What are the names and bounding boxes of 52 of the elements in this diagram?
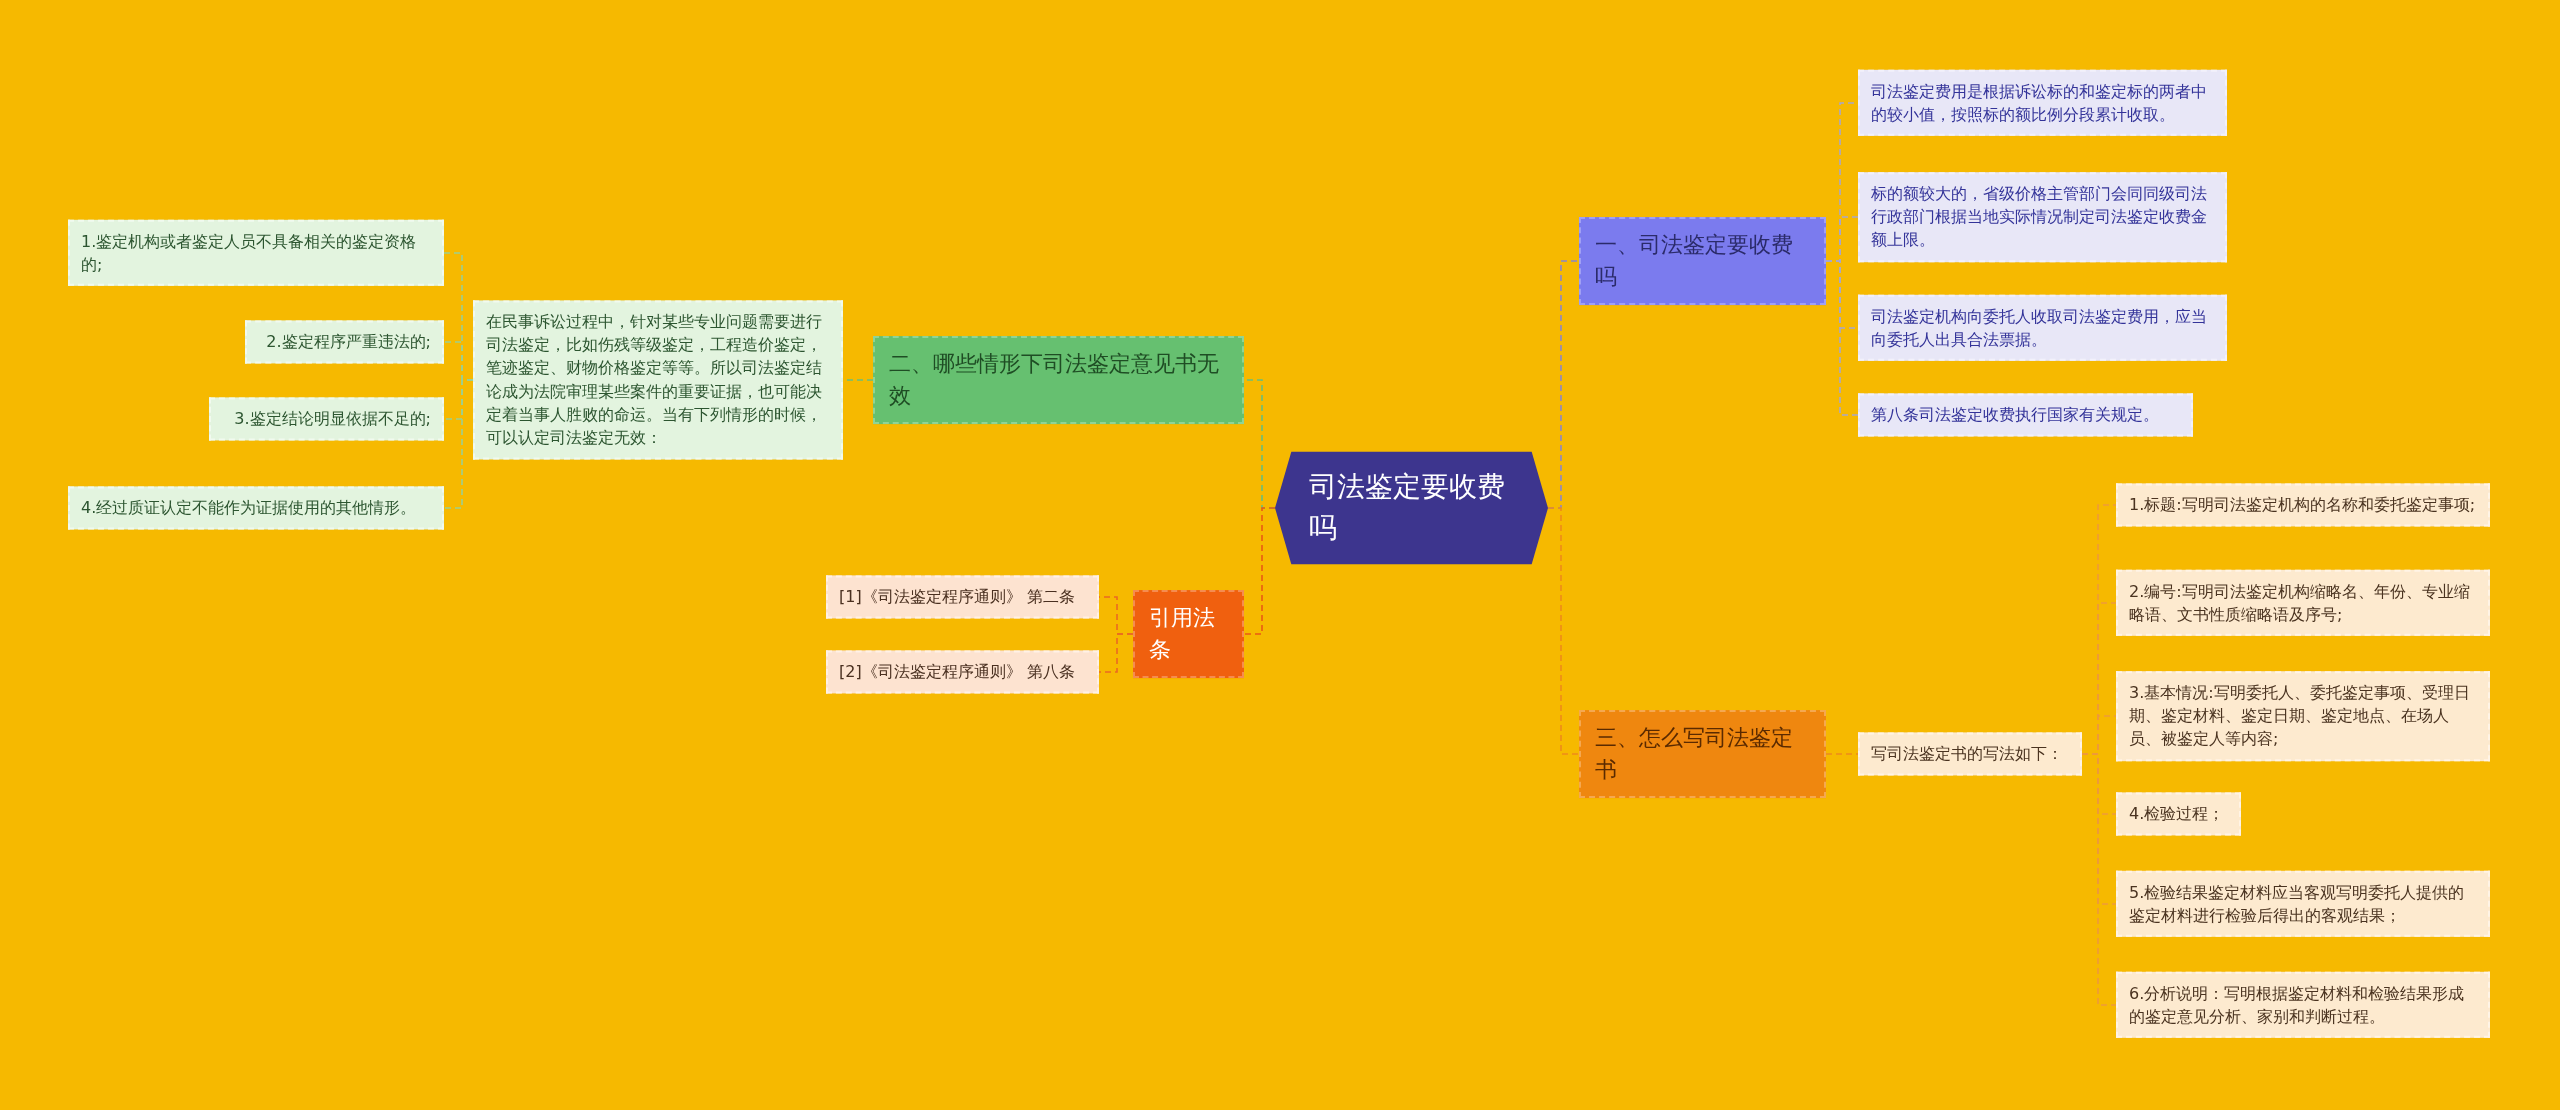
connector-line bbox=[1243, 507, 1276, 635]
leaf-box bbox=[826, 650, 1099, 694]
connector-line bbox=[1825, 260, 1859, 416]
node-text: 3.鉴定结论明显依据不足的; bbox=[233, 408, 431, 431]
leaf-box bbox=[2116, 870, 2490, 938]
node-text: 第八条司法鉴定收费执行国家有关规定。 bbox=[1871, 404, 2160, 427]
node-text: 标的额较大的，省级价格主管部门会同同级司法行政部门根据当地实际情况制定司法鉴定收费金额上限。 bbox=[1871, 183, 2208, 252]
node-text: 二、哪些情形下司法鉴定意见书无效 bbox=[889, 350, 1220, 410]
leaf-box bbox=[2116, 569, 2490, 637]
node-text: 司法鉴定费用是根据诉讼标的和鉴定标的两者中的较小值，按照标的额比例分段累计收取。 bbox=[1871, 80, 2208, 126]
leaf-box bbox=[2116, 792, 2241, 836]
leaf-box bbox=[68, 219, 444, 287]
leaf-box bbox=[245, 320, 444, 364]
node-text: 在民事诉讼过程中，针对某些专业问题需要进行司法鉴定，比如伤残等级鉴定，工程造价鉴定，笔迹鉴定、财物价格鉴定等等。所以司法鉴定结论成为法院审理某些案件的重要证据，也可能决定着当事人胜败的命运。当有下列情形的时候，可以认定司法鉴定无效： bbox=[486, 311, 823, 450]
node-text: 司法鉴定要收费吗 bbox=[1309, 469, 1506, 546]
node-text: 三、怎么写司法鉴定书 bbox=[1595, 724, 1794, 784]
connector-line bbox=[1547, 507, 1580, 755]
leaf-box bbox=[1858, 69, 2227, 137]
leaf-box bbox=[1858, 294, 2227, 362]
node-text: [2]《司法鉴定程序通则》 第八条 bbox=[839, 661, 1076, 684]
node-text: 写司法鉴定书的写法如下： bbox=[1871, 743, 2064, 766]
node-text: 引用法条 bbox=[1149, 604, 1216, 664]
leaf-box bbox=[1858, 172, 2227, 262]
node-text: 司法鉴定机构向委托人收取司法鉴定费用，应当向委托人出具合法票据。 bbox=[1871, 305, 2208, 351]
connector-line bbox=[2081, 753, 2117, 1006]
leaf-box bbox=[826, 575, 1099, 619]
leaf-box bbox=[68, 486, 444, 530]
branch-box bbox=[873, 336, 1244, 424]
branch-box bbox=[1579, 217, 1826, 305]
branch-box bbox=[1579, 710, 1826, 798]
leaf-box bbox=[473, 300, 843, 460]
node-text: 5.检验结果鉴定材料应当客观写明委托人提供的鉴定材料进行检验后得出的客观结果； bbox=[2129, 881, 2466, 927]
node-text: 6.分析说明：写明根据鉴定材料和检验结果形成的鉴定意见分析、家别和判断过程。 bbox=[2129, 982, 2466, 1028]
node-text: 4.经过质证认定不能作为证据使用的其他情形。 bbox=[81, 497, 418, 520]
branch-box bbox=[1133, 590, 1244, 678]
node-text: 4.检验过程； bbox=[2129, 803, 2226, 826]
node-text: 2.鉴定程序严重违法的; bbox=[265, 331, 431, 354]
leaf-box bbox=[2116, 483, 2490, 527]
leaf-box bbox=[2116, 971, 2490, 1039]
node-text: [1]《司法鉴定程序通则》 第二条 bbox=[839, 586, 1076, 609]
node-text: 1.鉴定机构或者鉴定人员不具备相关的鉴定资格的; bbox=[81, 230, 418, 276]
connector-line bbox=[1825, 753, 1859, 755]
leaf-box bbox=[1858, 393, 2193, 437]
connector-line bbox=[443, 379, 474, 509]
topic-hexagon bbox=[1275, 451, 1548, 565]
leaf-box bbox=[2116, 671, 2490, 761]
node-text: 一、司法鉴定要收费吗 bbox=[1595, 231, 1794, 291]
node-text: 3.基本情况:写明委托人、委托鉴定事项、受理日期、鉴定材料、鉴定日期、鉴定地点、在场人员、被鉴定人等内容; bbox=[2129, 682, 2471, 751]
leaf-box bbox=[1858, 732, 2082, 776]
node-text: 2.编号:写明司法鉴定机构缩略名、年份、专业缩略语、文书性质缩略语及序号; bbox=[2129, 580, 2471, 626]
node-text: 1.标题:写明司法鉴定机构的名称和委托鉴定事项; bbox=[2129, 494, 2477, 517]
leaf-box bbox=[209, 397, 444, 441]
